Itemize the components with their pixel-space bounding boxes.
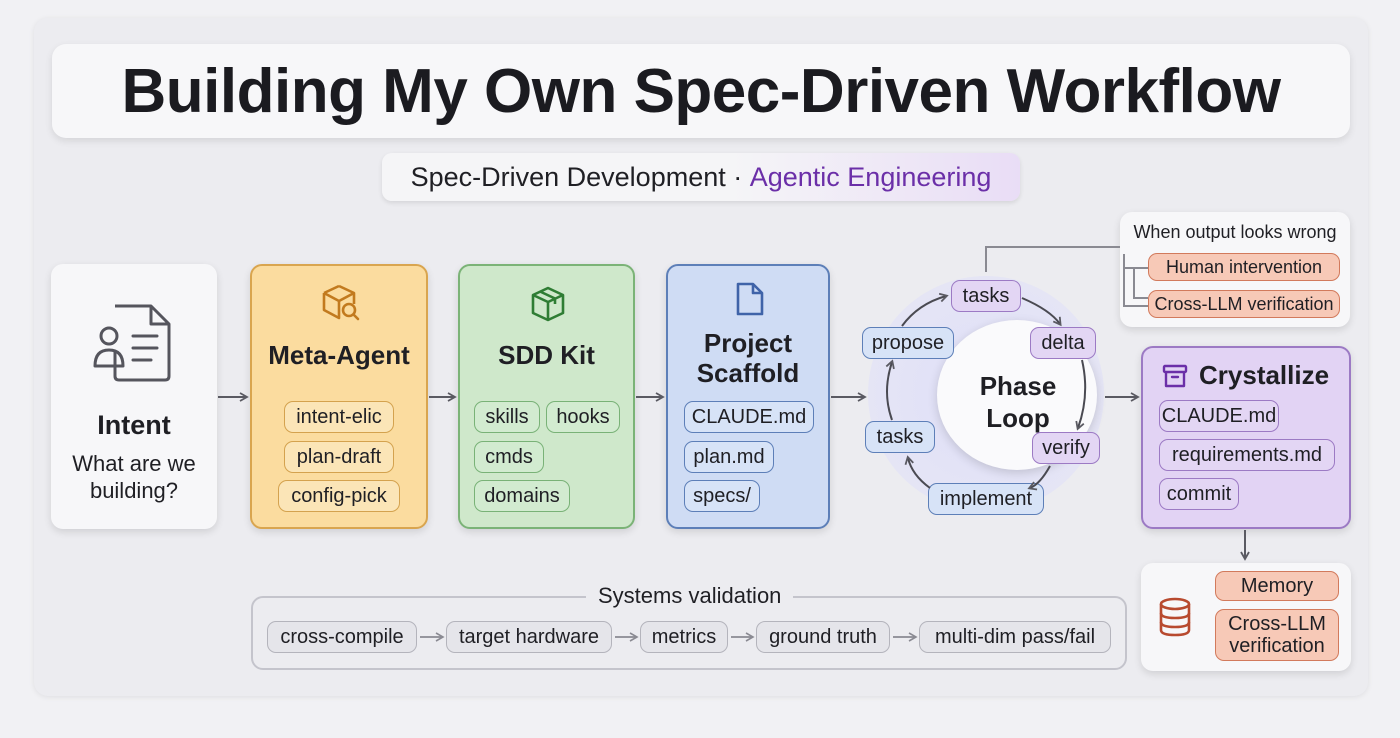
crystallize-item: commit xyxy=(1159,478,1239,510)
escalation-item: Human intervention xyxy=(1148,253,1340,281)
subtitle-badge: Spec-Driven Development · Agentic Engine… xyxy=(382,153,1020,201)
meta-agent-title: Meta-Agent xyxy=(268,340,410,370)
project-scaffold-item: specs/ xyxy=(684,480,760,512)
sdd-kit-title: SDD Kit xyxy=(498,340,595,370)
project-scaffold-title-line1: Project xyxy=(703,328,793,358)
escalation-heading: When output looks wrong xyxy=(1133,222,1337,242)
project-scaffold-title: Project Scaffold xyxy=(668,328,828,388)
project-scaffold-card: Project Scaffold CLAUDE.md plan.md specs… xyxy=(666,264,830,529)
sdd-kit-item: skills xyxy=(474,401,540,433)
loop-step-tasks-left: tasks xyxy=(865,421,935,453)
validation-step: target hardware xyxy=(446,621,612,653)
loop-step-verify: verify xyxy=(1032,432,1100,464)
package-icon xyxy=(531,286,565,322)
document-user-icon xyxy=(93,304,171,382)
crystallize-item: requirements.md xyxy=(1159,439,1335,471)
sdd-kit-item: cmds xyxy=(474,441,544,473)
meta-agent-card: Meta-Agent intent-elic plan-draft config… xyxy=(250,264,428,529)
database-icon xyxy=(1159,597,1191,637)
systems-validation-title: Systems validation xyxy=(586,583,794,609)
escalation-item: Cross-LLM verification xyxy=(1148,290,1340,318)
meta-agent-item: intent-elic xyxy=(284,401,394,433)
title-banner: Building My Own Spec-Driven Workflow xyxy=(52,44,1350,138)
escalation-box: When output looks wrong Human interventi… xyxy=(1120,212,1350,327)
validation-step: metrics xyxy=(640,621,728,653)
intent-text: What are we building? xyxy=(72,451,196,503)
intent-card: Intent What are we building? xyxy=(51,264,217,529)
loop-step-implement: implement xyxy=(928,483,1044,515)
memory-item: Cross-LLM verification xyxy=(1215,609,1339,661)
file-icon xyxy=(736,282,764,316)
intent-title: Intent xyxy=(97,410,171,440)
meta-agent-item: config-pick xyxy=(278,480,400,512)
crystallize-title: Crystallize xyxy=(1199,360,1330,390)
validation-step: multi-dim pass/fail xyxy=(919,621,1111,653)
archive-icon xyxy=(1162,364,1188,388)
phase-loop-title-line1: Phase xyxy=(979,371,1057,401)
memory-item: Memory xyxy=(1215,571,1339,601)
validation-step: ground truth xyxy=(756,621,890,653)
project-scaffold-item: plan.md xyxy=(684,441,774,473)
package-search-icon xyxy=(322,284,360,321)
validation-step: cross-compile xyxy=(267,621,417,653)
crystallize-item: CLAUDE.md xyxy=(1159,400,1279,432)
sdd-kit-item: domains xyxy=(474,480,570,512)
memory-card: Memory Cross-LLM verification xyxy=(1141,563,1351,671)
crystallize-card: Crystallize CLAUDE.md requirements.md co… xyxy=(1141,346,1351,529)
phase-loop-title: Phase Loop xyxy=(938,370,1098,434)
loop-step-propose: propose xyxy=(862,327,954,359)
phase-loop-title-line2: Loop xyxy=(986,403,1050,433)
project-scaffold-title-line2: Scaffold xyxy=(696,358,800,388)
project-scaffold-item: CLAUDE.md xyxy=(684,401,814,433)
sdd-kit-item: hooks xyxy=(546,401,620,433)
page-title: Building My Own Spec-Driven Workflow xyxy=(121,56,1281,126)
loop-step-delta: delta xyxy=(1030,327,1096,359)
subtitle-part-b: Agentic Engineering xyxy=(749,161,992,192)
loop-step-tasks-top: tasks xyxy=(951,280,1021,312)
sdd-kit-card: SDD Kit skills hooks cmds domains xyxy=(458,264,635,529)
subtitle-part-a: Spec-Driven Development · xyxy=(410,161,750,192)
meta-agent-item: plan-draft xyxy=(284,441,394,473)
